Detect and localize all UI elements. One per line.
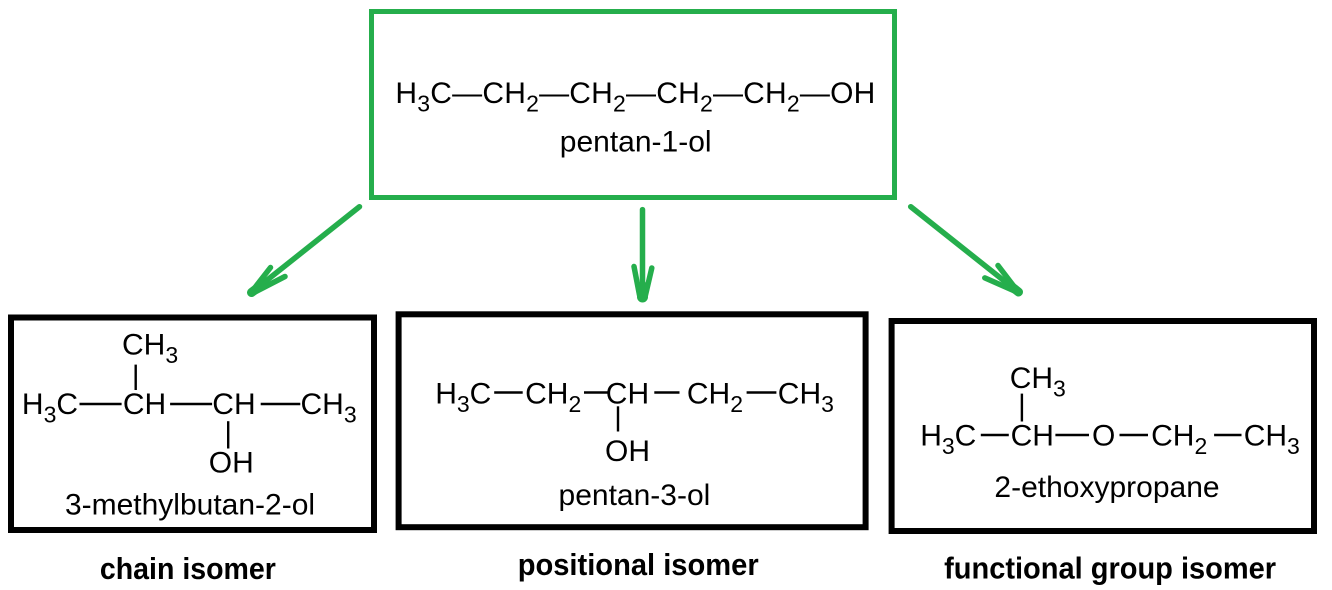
svg-text:chain isomer: chain isomer — [100, 551, 276, 586]
svg-text:OH: OH — [209, 447, 254, 480]
svg-text:2-ethoxypropane: 2-ethoxypropane — [994, 471, 1219, 504]
svg-text:OH: OH — [605, 435, 650, 468]
svg-text:positional isomer: positional isomer — [518, 547, 759, 582]
svg-text:pentan-3-ol: pentan-3-ol — [559, 479, 711, 512]
svg-text:CH: CH — [1011, 420, 1054, 453]
svg-text:O: O — [1092, 420, 1115, 453]
svg-text:functional group isomer: functional group isomer — [944, 551, 1276, 586]
svg-text:H3C: H3C — [22, 388, 78, 428]
svg-text:H3C—CH2—CH2—CH2—CH2—OH: H3C—CH2—CH2—CH2—CH2—OH — [395, 77, 875, 117]
svg-text:pentan-1-ol: pentan-1-ol — [560, 126, 712, 159]
svg-text:CH: CH — [123, 388, 166, 421]
svg-text:3-methylbutan-2-ol: 3-methylbutan-2-ol — [65, 489, 315, 522]
svg-text:CH: CH — [212, 388, 255, 421]
svg-text:CH: CH — [606, 378, 649, 411]
